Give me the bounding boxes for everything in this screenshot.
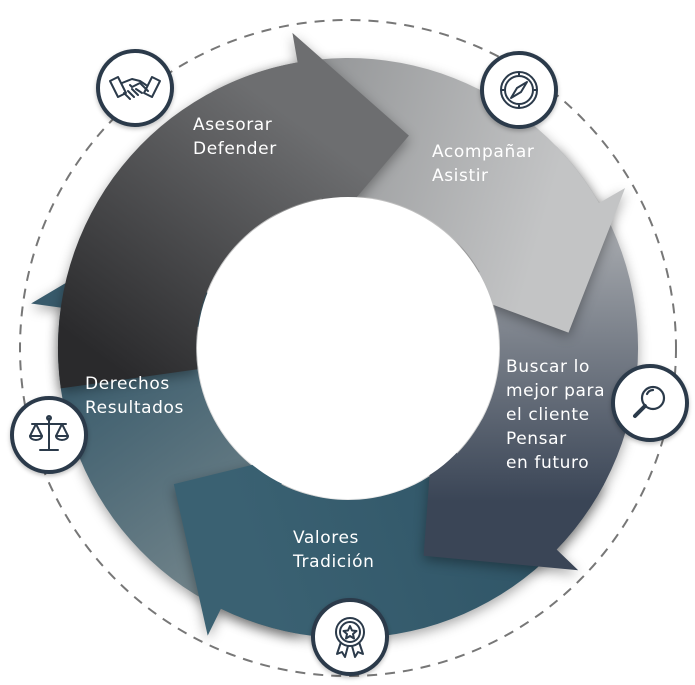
label-line: Defender	[193, 139, 277, 159]
scales-badge	[10, 396, 88, 474]
center-hole	[197, 197, 499, 499]
arrow-asesorar	[57, 32, 409, 389]
compass-badge	[480, 51, 558, 129]
label-line: Valores	[293, 528, 359, 548]
label-line: Acompañar	[432, 142, 535, 162]
label-acompanar: Acompañar Asistir	[432, 140, 534, 188]
magnifier-badge	[611, 364, 689, 442]
label-line: Pensar	[506, 429, 567, 449]
award-badge	[311, 598, 389, 676]
handshake-icon	[109, 76, 161, 100]
dashed-outer-ring	[19, 19, 677, 677]
label-line: Derechos	[85, 374, 170, 394]
label-line: Asistir	[432, 166, 489, 186]
label-line: Buscar lo	[506, 357, 590, 377]
label-line: en futuro	[506, 453, 590, 473]
magnifier-icon	[633, 385, 666, 418]
label-line: Resultados	[85, 398, 184, 418]
label-line: mejor para	[506, 381, 606, 401]
handshake-badge	[96, 49, 174, 127]
label-buscar: Buscar lo mejor para el cliente Pensar e…	[506, 355, 605, 475]
label-line: el cliente	[506, 405, 590, 425]
label-line: Tradición	[293, 552, 375, 572]
scales-icon	[29, 415, 69, 451]
label-valores: Valores Tradición	[293, 526, 374, 574]
compass-icon	[500, 71, 538, 109]
award-icon	[335, 617, 365, 658]
label-asesorar: Asesorar Defender	[193, 113, 277, 161]
label-derechos: Derechos Resultados	[85, 372, 184, 420]
label-line: Asesorar	[193, 115, 273, 135]
